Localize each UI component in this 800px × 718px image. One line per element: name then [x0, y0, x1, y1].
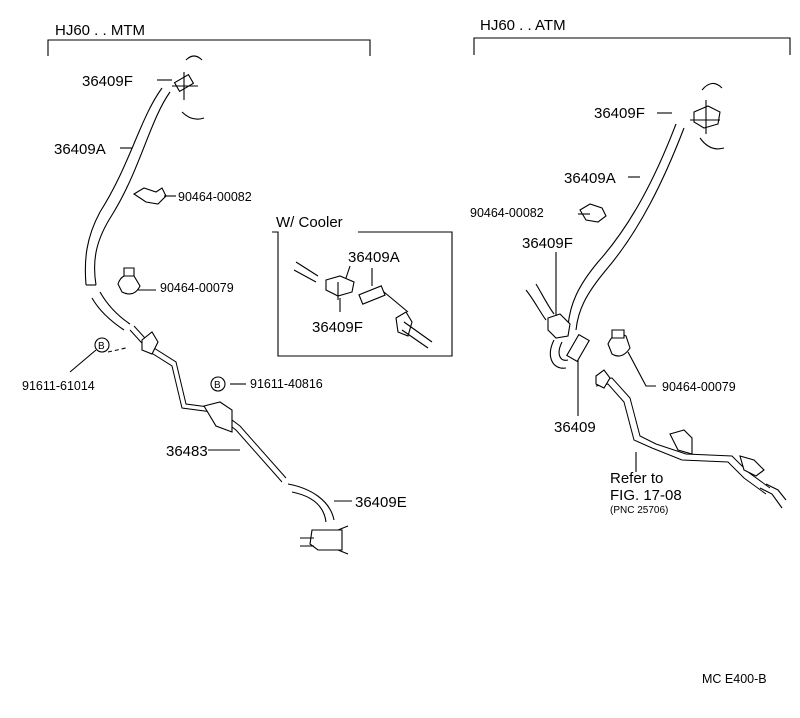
atm-clip-00082 [579, 203, 607, 223]
mtm-section: HJ60 . . MTM [22, 22, 407, 555]
atm-clip-00079 [607, 329, 631, 357]
atm-mid-t-fitting [547, 313, 571, 339]
cooler-hose-36409a [358, 285, 386, 305]
atm-section: HJ60 . . ATM [470, 17, 791, 516]
mtm-label-36409a: 36409A [54, 141, 106, 158]
atm-hose-36409 [566, 333, 590, 363]
atm-t-fitting [690, 82, 725, 150]
atm-label-36409a: 36409A [564, 170, 616, 187]
atm-u-hose [549, 339, 567, 369]
atm-section-title: HJ60 . . ATM [480, 17, 566, 34]
cooler-label-36409a: 36409A [348, 249, 400, 266]
mtm-clip-00079 [117, 267, 141, 295]
atm-bracket-line [473, 37, 791, 55]
mtm-pipe-bracket-1 [141, 331, 159, 355]
mtm-t-fitting [172, 55, 205, 120]
mtm-bolt-marker-1-letter: B [98, 341, 105, 352]
atm-pipe-bracket-3 [739, 455, 765, 477]
atm-hose-36409a-inner [567, 123, 677, 327]
diagram-code: MC E400-B [702, 672, 767, 686]
cooler-bracket [395, 311, 413, 337]
cooler-inset-frame [272, 231, 453, 357]
mtm-hose-36409e [287, 483, 335, 521]
mtm-bolt-marker-1 [94, 337, 110, 353]
atm-hose-36409a-outer [575, 127, 685, 331]
mtm-pipe-36483-b [133, 325, 287, 479]
atm-label-90464-00082: 90464-00082 [470, 206, 544, 220]
mtm-label-91611-61014: 91611-61014 [22, 379, 95, 393]
atm-pipe-bracket-2 [669, 429, 693, 455]
cooler-inset: W/ Cooler 36409A 36409F [272, 214, 453, 357]
cooler-label-36409f: 36409F [312, 319, 363, 336]
mtm-label-36483: 36483 [166, 443, 208, 460]
mtm-short-hose [91, 297, 125, 331]
atm-label-fig: FIG. 17-08 [610, 487, 682, 504]
mtm-pipe-bracket-2 [203, 401, 233, 433]
mtm-label-91611-40816: 91611-40816 [250, 377, 323, 391]
mtm-label-36409f: 36409F [82, 73, 133, 90]
mtm-section-title: HJ60 . . MTM [55, 22, 145, 39]
atm-label-pnc: (PNC 25706) [610, 505, 668, 516]
atm-pipe-bracket-1 [595, 369, 611, 389]
mtm-label-90464-00079: 90464-00079 [160, 281, 234, 295]
atm-label-refer-to: Refer to [610, 470, 663, 487]
mtm-hose-36409a-outer [94, 91, 171, 286]
atm-label-90464-00079: 90464-00079 [662, 380, 736, 394]
mtm-bracket-line [47, 39, 371, 56]
mtm-label-36409e: 36409E [355, 494, 407, 511]
mtm-label-90464-00082: 90464-00082 [178, 190, 252, 204]
atm-label-36409f-top: 36409F [594, 105, 645, 122]
mtm-clip-00082 [132, 187, 167, 205]
mtm-bolt-marker-2-letter: B [214, 380, 221, 391]
atm-label-36409: 36409 [554, 419, 596, 436]
cooler-t-fitting [325, 275, 355, 297]
cooler-inset-title: W/ Cooler [276, 214, 343, 231]
mtm-bolt-marker-2 [210, 376, 226, 392]
atm-label-36409f-mid: 36409F [522, 235, 573, 252]
atm-pipe-b [595, 383, 767, 495]
mtm-bottom-fitting [300, 525, 349, 555]
mtm-hose-36409a-inner [84, 87, 163, 286]
